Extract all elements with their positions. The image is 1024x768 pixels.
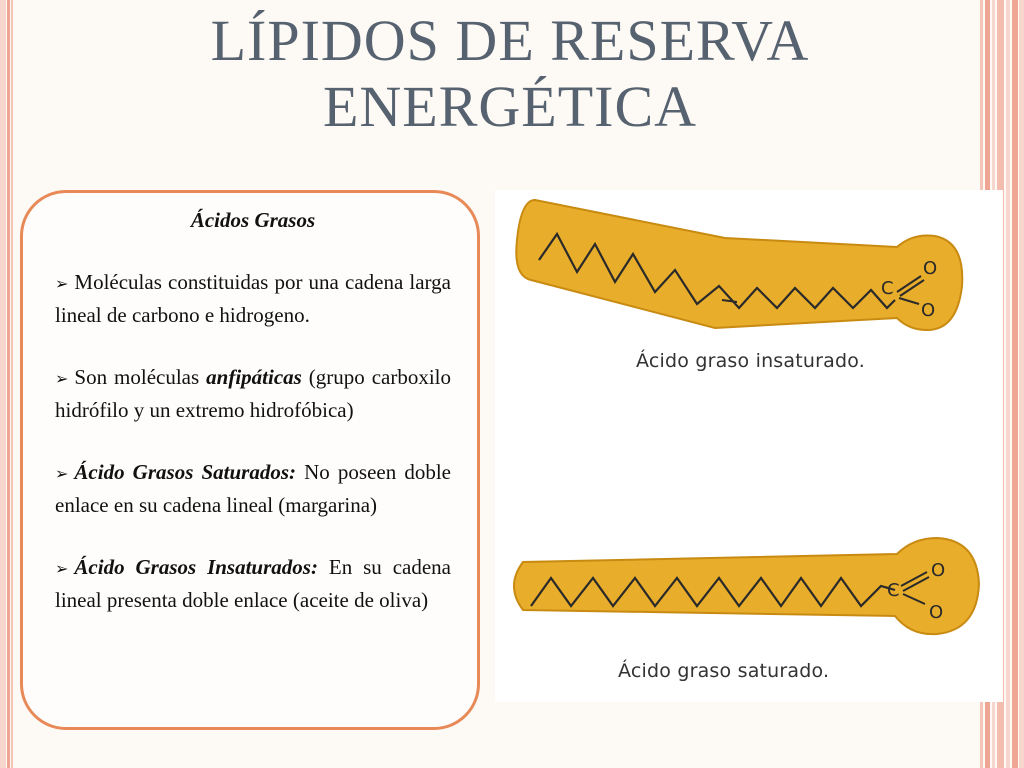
saturated-o-bottom: O — [929, 602, 943, 623]
arrow-bullet-icon: ➢ — [55, 276, 69, 293]
saturated-fatty-acid-diagram: C O O — [513, 536, 981, 636]
arrow-bullet-icon: ➢ — [55, 561, 69, 578]
bullet-4-text: En su cadena lineal presenta doble enlac… — [55, 555, 451, 612]
bullet-3: ➢ Ácido Grasos Saturados: No poseen doble… — [55, 457, 451, 521]
right-stripe-6 — [1012, 0, 1018, 768]
slide-title: LÍPIDOS DE RESERVA ENERGÉTICA — [210, 8, 810, 139]
fatty-acids-text: Ácidos Grasos ➢Moléculas constituidas po… — [55, 205, 451, 647]
saturated-caption: Ácido graso saturado. — [618, 660, 830, 682]
bullet-2-prefix: Son moléculas — [74, 365, 200, 389]
bullet-3-label: Ácido Grasos Saturados: — [74, 460, 297, 484]
molecule-diagrams: C O O C O O — [513, 198, 981, 636]
bullet-2-emphasis: anfipáticas — [206, 365, 302, 389]
double-bond-line — [721, 299, 738, 303]
unsaturated-o-top: O — [923, 258, 937, 279]
fatty-acid-figures: C O O C O O — [495, 190, 1003, 702]
saturated-molecule-body — [513, 536, 981, 636]
bullet-1-text: Moléculas constituidas por una cadena la… — [55, 270, 451, 327]
bullet-3-text: No poseen doble enlace en su cadena line… — [55, 460, 452, 517]
saturated-o-top: O — [931, 560, 945, 581]
unsaturated-o-bottom: O — [921, 300, 935, 321]
saturated-c-atom: C — [887, 580, 900, 601]
bullet-2-suffix: (grupo carboxilo hidrófilo y un extremo … — [55, 365, 452, 422]
left-stripe-2 — [7, 0, 10, 768]
left-stripe-3 — [11, 0, 13, 768]
fatty-acids-box: Ácidos Grasos ➢Moléculas constituidas po… — [20, 190, 480, 730]
unsaturated-carbon-chain — [538, 231, 896, 310]
left-stripe-1 — [0, 0, 6, 768]
unsaturated-molecule-body — [515, 198, 964, 332]
right-stripe-7 — [1019, 0, 1024, 768]
bullet-1: ➢Moléculas constituidas por una cadena l… — [55, 267, 451, 331]
bullet-2: ➢ Son moléculas anfipáticas (grupo carbox… — [55, 362, 451, 426]
saturated-carbon-chain — [530, 576, 896, 608]
arrow-bullet-icon: ➢ — [55, 466, 69, 483]
unsaturated-caption: Ácido graso insaturado. — [636, 350, 865, 372]
bullet-4: ➢ Ácido Grasos Insaturados: En su cadena … — [55, 552, 451, 616]
unsaturated-fatty-acid-diagram: C O O — [515, 198, 964, 332]
arrow-bullet-icon: ➢ — [55, 371, 69, 388]
box-heading: Ácidos Grasos — [190, 208, 316, 232]
bullet-4-label: Ácido Grasos Insaturados: — [74, 555, 318, 579]
right-stripe-5 — [1006, 0, 1010, 768]
unsaturated-c-atom: C — [881, 278, 894, 299]
